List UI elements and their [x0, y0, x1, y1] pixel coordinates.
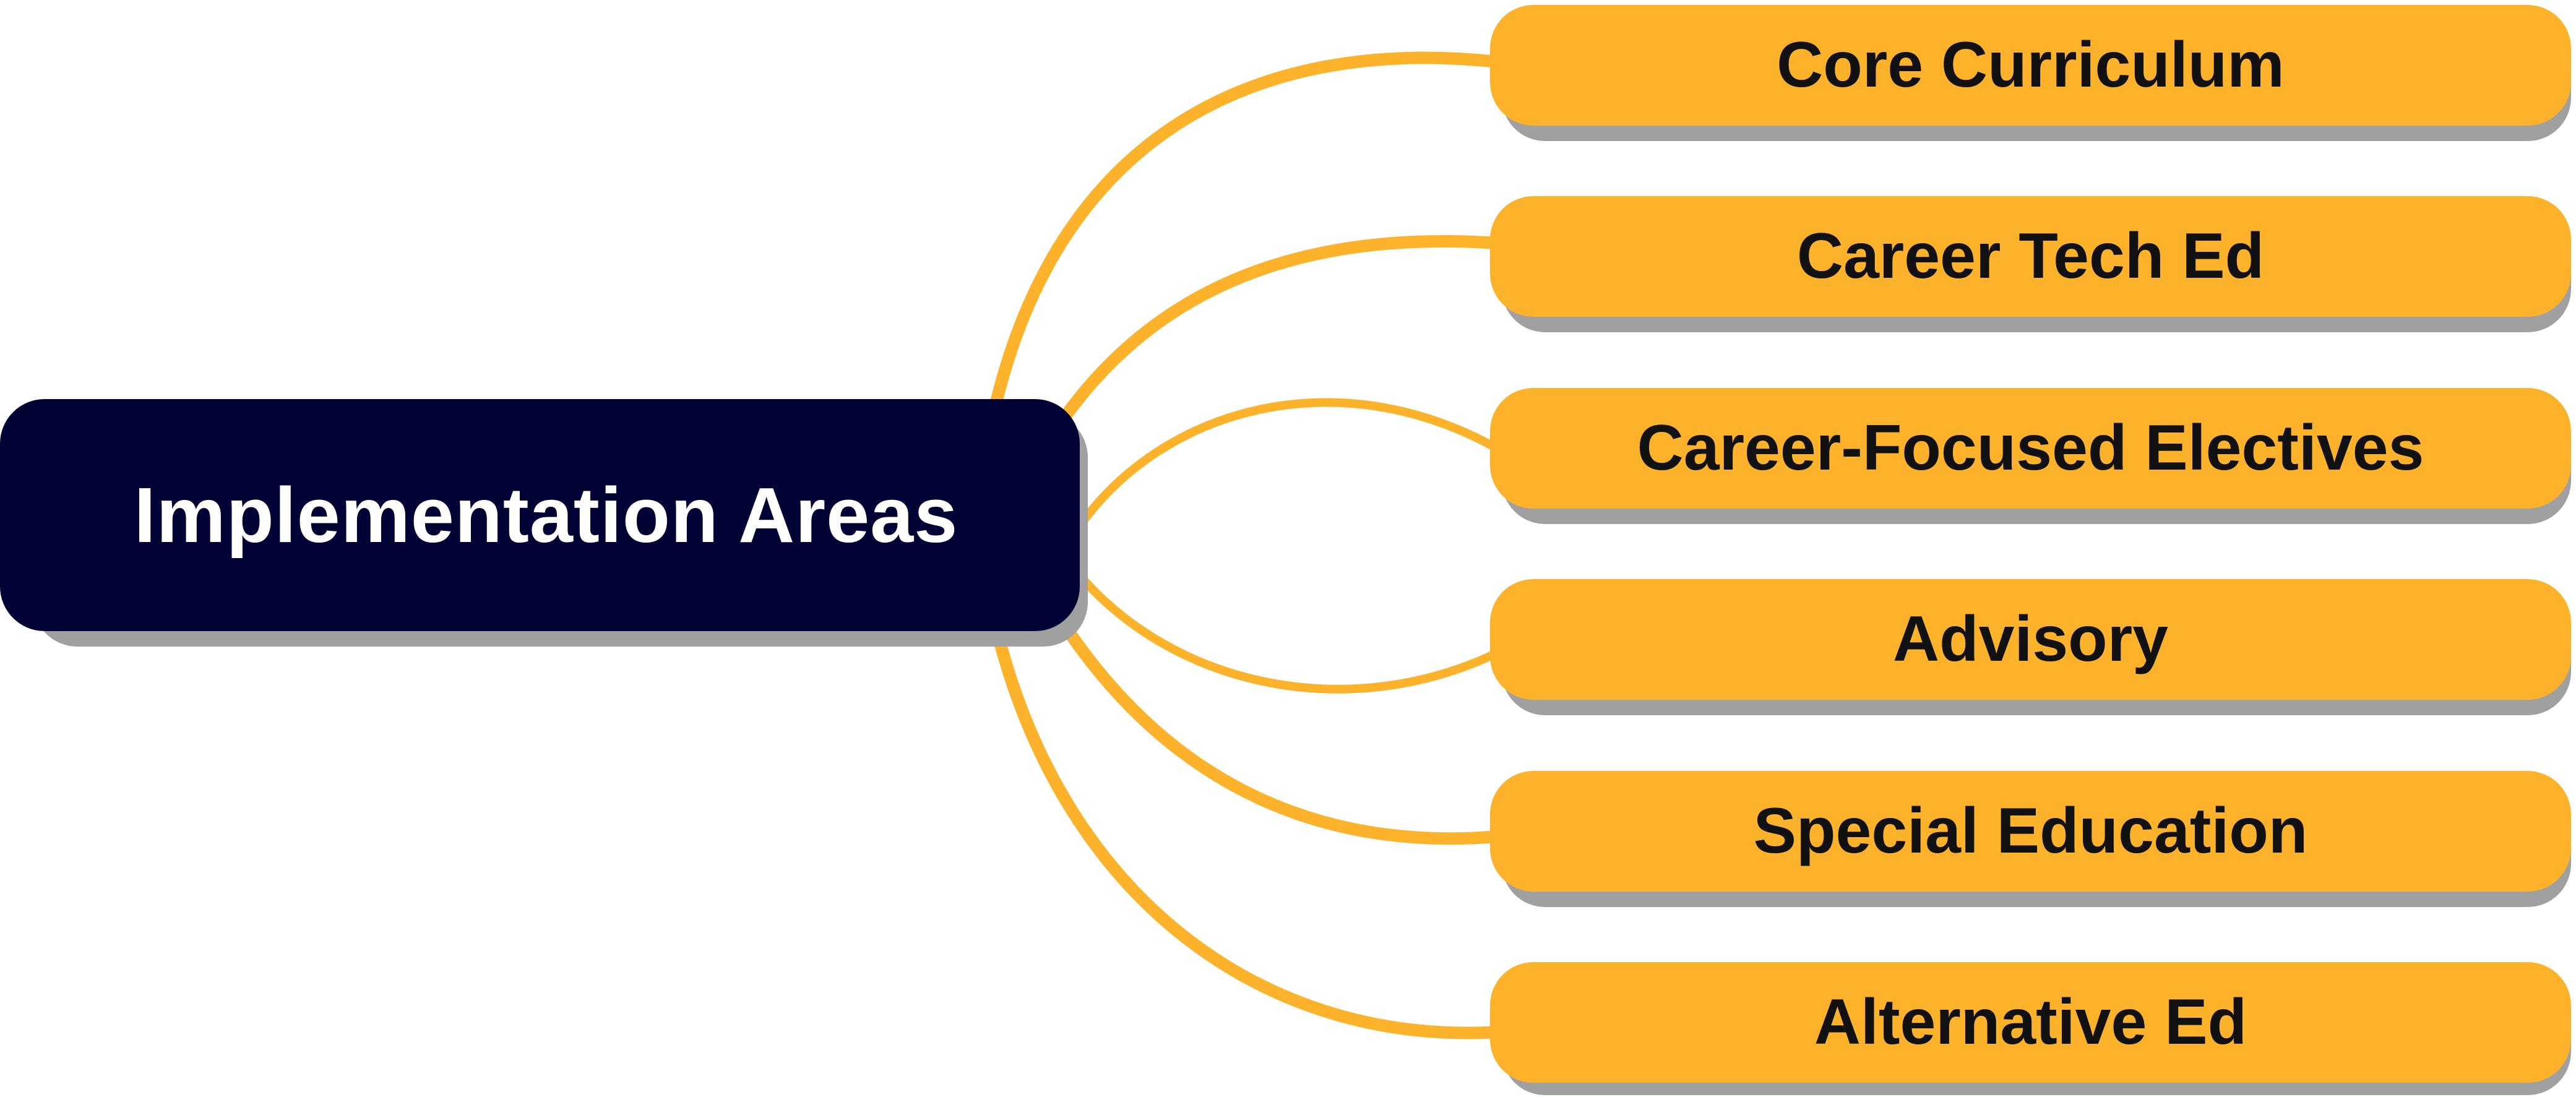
connector-special-education	[1059, 621, 1498, 845]
connector-career-tech-ed	[1059, 235, 1498, 421]
branch-label: Core Curriculum	[1777, 29, 2285, 101]
connector-advisory	[1076, 572, 1500, 694]
branch-label: Alternative Ed	[1814, 986, 2247, 1058]
connector-career-focused-electives	[1076, 398, 1500, 529]
branch-alternative-ed: Alternative Ed	[1490, 962, 2571, 1083]
branch-core-curriculum: Core Curriculum	[1490, 5, 2571, 126]
branch-advisory: Advisory	[1490, 579, 2571, 700]
connector-alternative-ed	[990, 626, 1498, 1039]
branch-label: Career Tech Ed	[1796, 220, 2265, 292]
connector-core-curriculum	[990, 51, 1499, 404]
root-node-label: Implementation Areas	[134, 471, 958, 559]
branch-label: Career-Focused Electives	[1637, 412, 2424, 484]
branch-label: Advisory	[1892, 603, 2169, 675]
branch-special-education: Special Education	[1490, 771, 2571, 892]
branch-career-focused-electives: Career-Focused Electives	[1490, 388, 2571, 509]
branch-label: Special Education	[1753, 795, 2308, 867]
branch-career-tech-ed: Career Tech Ed	[1490, 196, 2571, 317]
root-node: Implementation Areas	[0, 399, 1080, 631]
